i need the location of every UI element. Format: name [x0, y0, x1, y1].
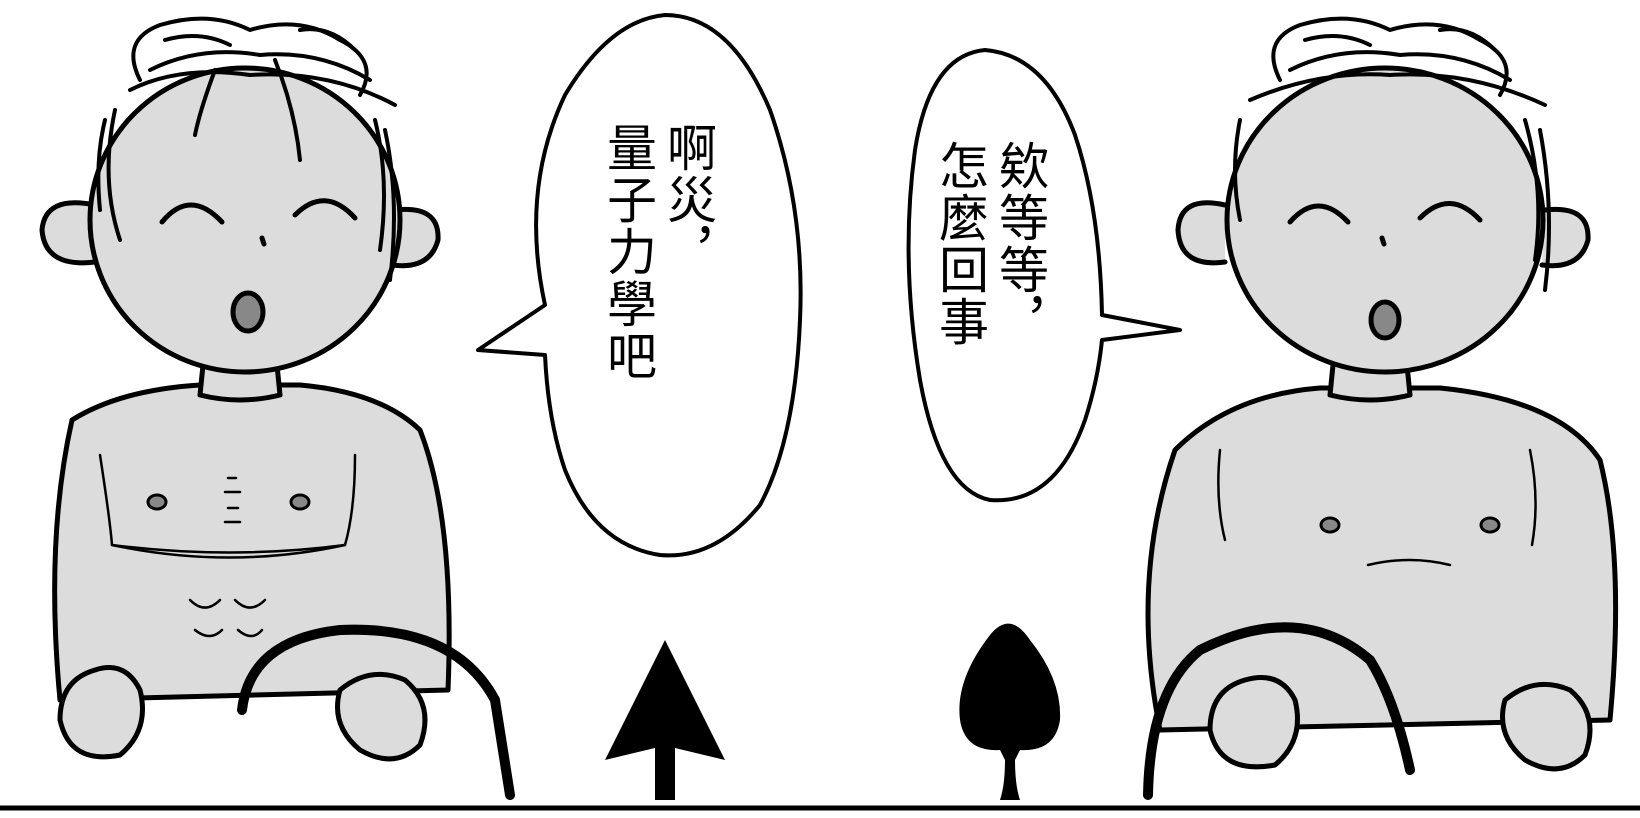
- right-bubble-line-1: 欸等等，: [991, 140, 1049, 348]
- spade-icon: [959, 623, 1061, 800]
- left-bubble-line-2: 量子力學吧: [599, 122, 657, 382]
- right-character-steering-wheel: [1143, 622, 1415, 800]
- right-character-torso: [1145, 385, 1619, 733]
- right-bubble-text: 欸等等， 怎麼回事: [930, 140, 1050, 348]
- right-character: [1143, 16, 1619, 800]
- left-character-torso: [52, 382, 452, 703]
- right-bubble-line-2: 怎麼回事: [931, 140, 989, 348]
- left-speech-bubble: [476, 13, 803, 558]
- up-arrow-icon: [605, 640, 725, 800]
- left-character-left-hand: [57, 665, 145, 760]
- right-character-hair: [1233, 16, 1551, 292]
- right-character-right-hand: [1500, 681, 1593, 772]
- left-bubble-line-1: 啊災，: [659, 122, 717, 278]
- left-character-hair: [96, 16, 397, 282]
- left-character-steering-wheel: [237, 624, 515, 800]
- left-bubble-text: 啊災， 量子力學吧: [598, 122, 718, 382]
- left-character: [39, 16, 515, 800]
- right-character-head: [1224, 65, 1546, 375]
- right-speech-bubble: [906, 48, 1182, 503]
- left-character-right-hand: [335, 671, 428, 762]
- right-character-left-hand: [1207, 675, 1300, 770]
- left-character-head: [87, 65, 403, 375]
